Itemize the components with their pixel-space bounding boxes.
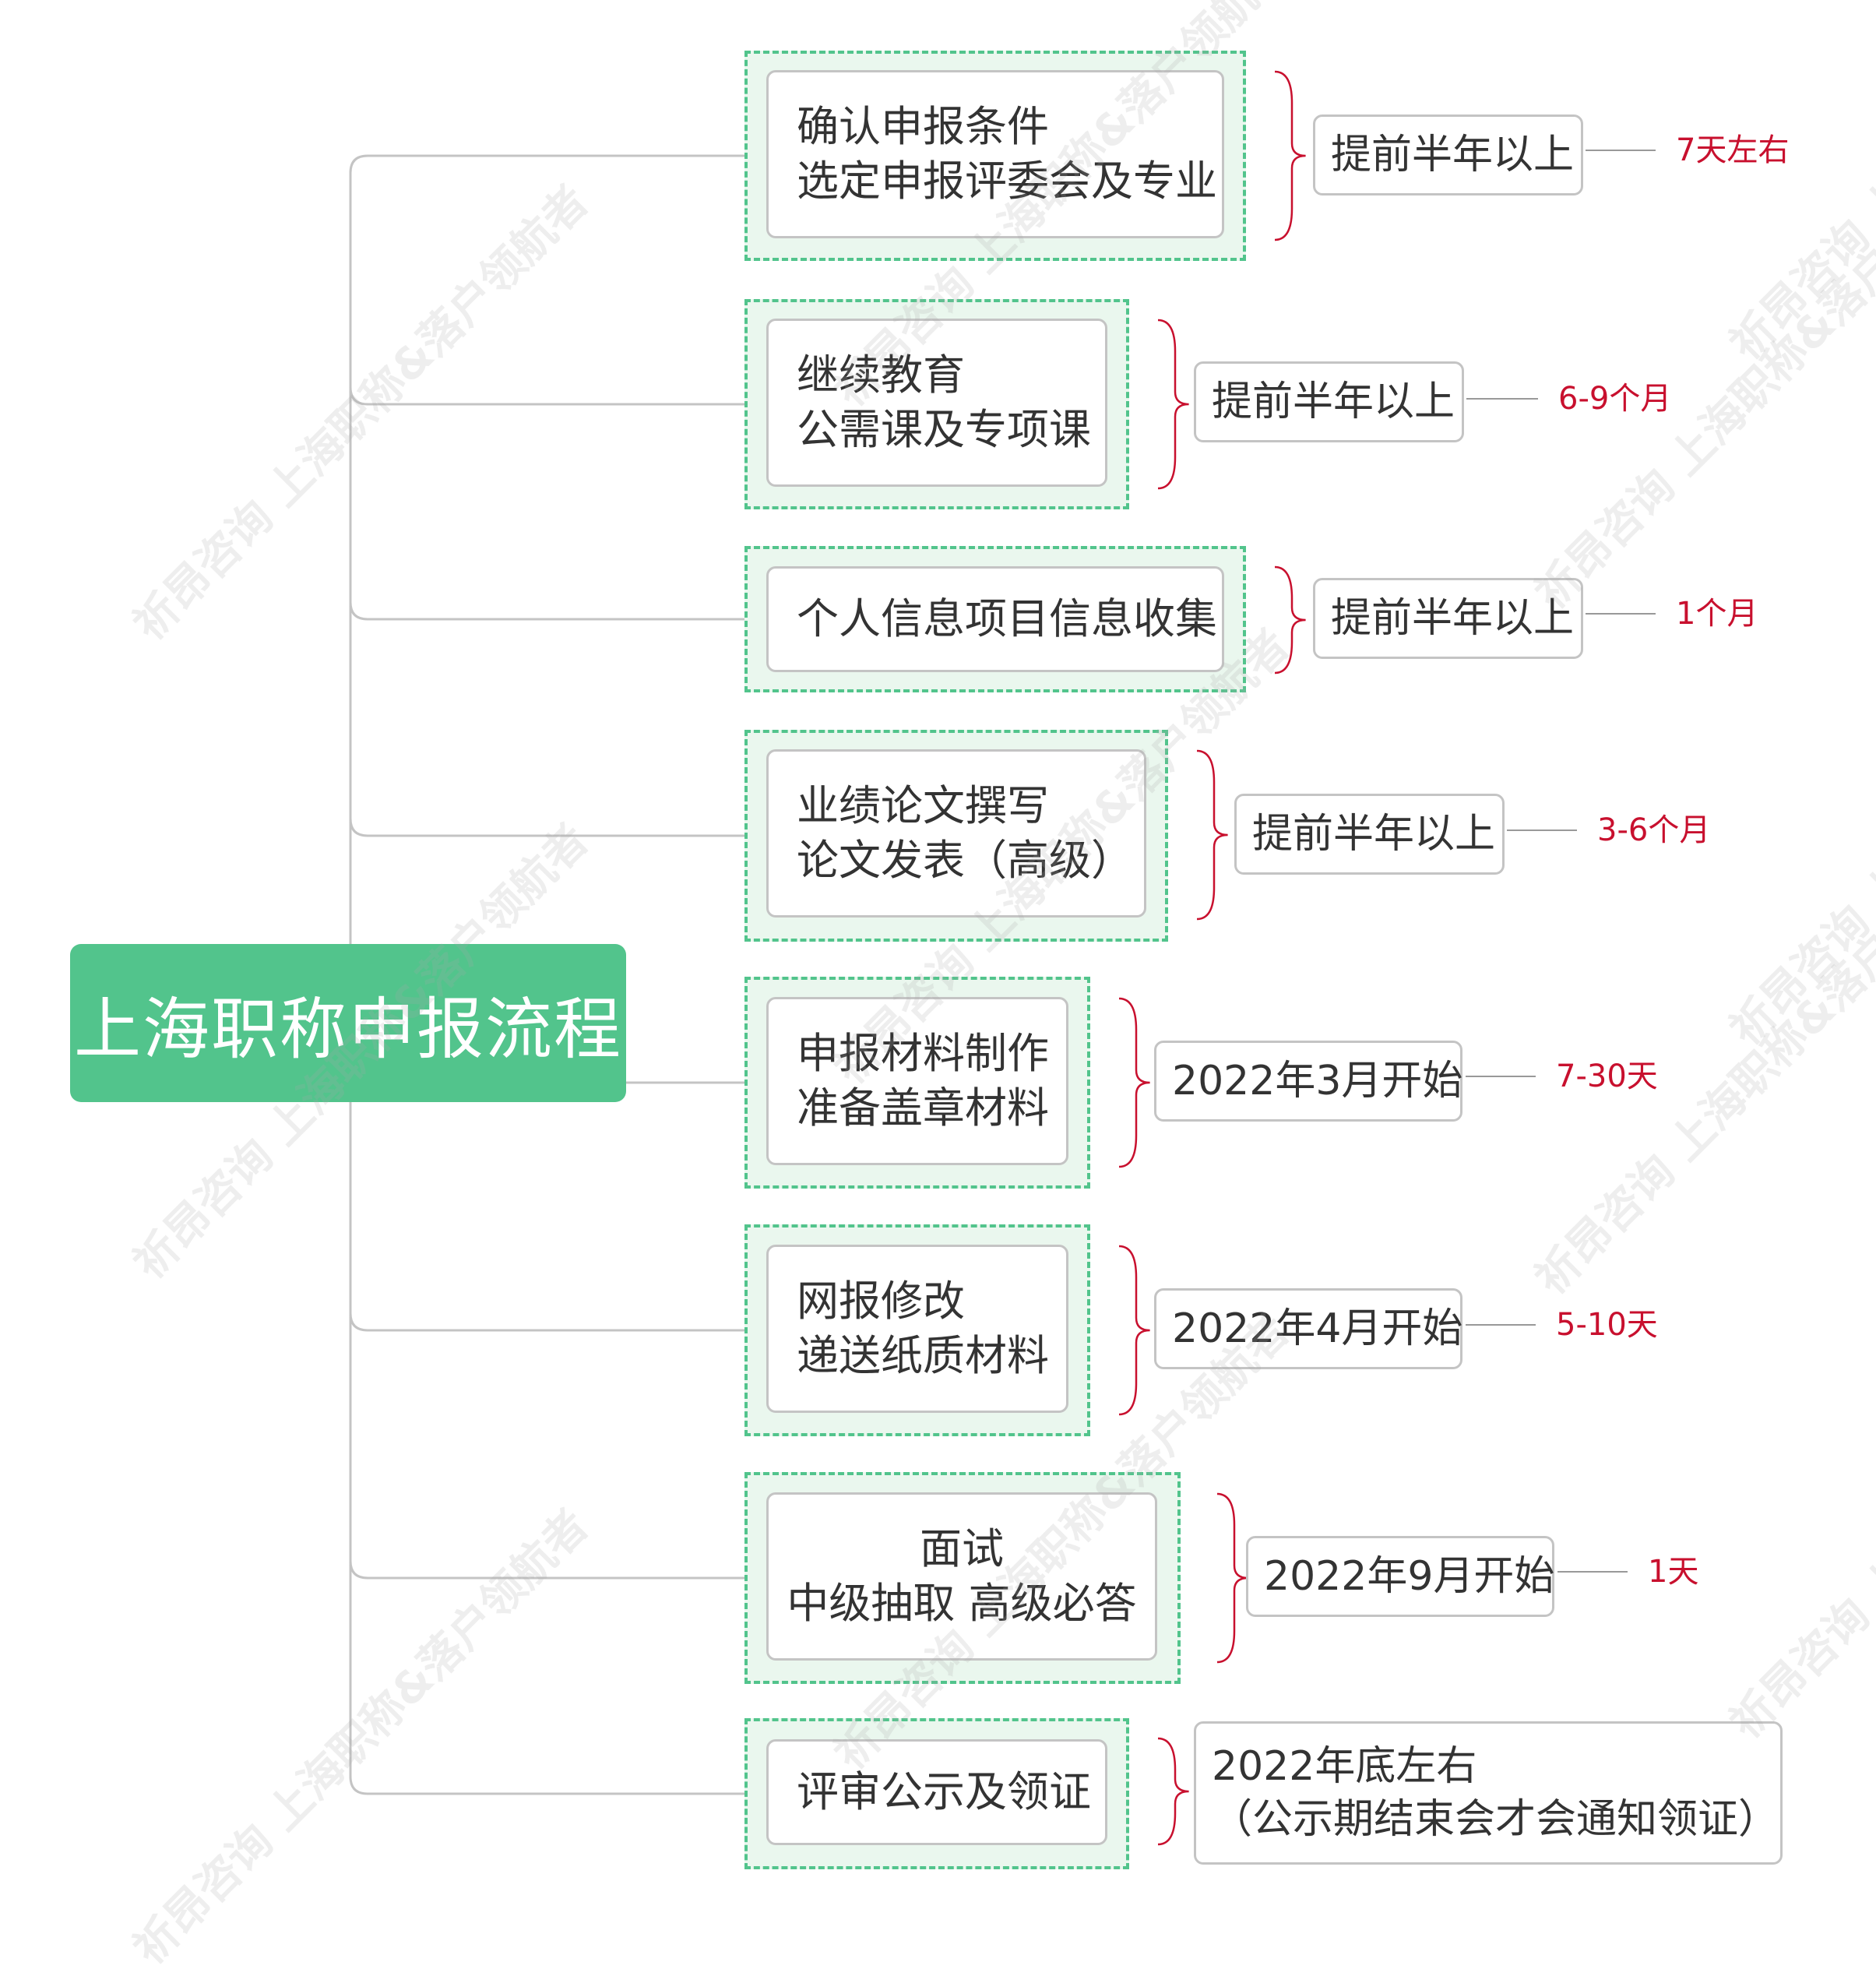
duration-label-1: 7天左右: [1676, 132, 1790, 168]
timing-node-6[interactable]: 2022年4月开始: [1154, 1288, 1462, 1369]
step-label-line: 业绩论文撰写: [797, 781, 1049, 830]
brace-1: [1274, 70, 1306, 241]
step-node-5[interactable]: 申报材料制作准备盖章材料: [766, 997, 1068, 1165]
branch-line-2: [349, 386, 744, 406]
brace-2: [1157, 319, 1189, 490]
trunk-line: [349, 154, 744, 1795]
step-label-line: 网报修改: [797, 1277, 965, 1326]
step-label-line: 评审公示及领证: [797, 1767, 1091, 1816]
duration-label-4: 3-6个月: [1597, 812, 1711, 848]
timing-label-line: 提前半年以上: [1212, 379, 1455, 425]
step-label-line: 确认申报条件: [797, 102, 1049, 151]
step-label-line: 申报材料制作: [797, 1029, 1049, 1078]
branch-line-6: [349, 1312, 744, 1332]
root-title: 上海职称申报流程: [74, 991, 622, 1069]
step-label-line: 选定申报评委会及专业: [797, 157, 1217, 206]
timing-node-7[interactable]: 2022年9月开始: [1246, 1536, 1554, 1617]
timing-label-line: 提前半年以上: [1252, 811, 1496, 858]
brace-5: [1118, 997, 1150, 1168]
timing-label-line: 提前半年以上: [1331, 595, 1575, 642]
brace-4: [1196, 749, 1228, 921]
root-node[interactable]: 上海职称申报流程: [70, 944, 626, 1102]
step-label-line: 面试: [920, 1524, 1004, 1573]
step-label-line: 公需课及专项课: [797, 405, 1091, 454]
step-label-line: 个人信息项目信息收集: [797, 594, 1217, 643]
step-node-2[interactable]: 继续教育公需课及专项课: [766, 319, 1107, 487]
step-label-line: 递送纸质材料: [797, 1331, 1049, 1380]
step-node-7[interactable]: 面试中级抽取 高级必答: [766, 1492, 1157, 1661]
step-label-line: 准备盖章材料: [797, 1083, 1049, 1132]
timing-label-line: 2022年9月开始: [1264, 1553, 1555, 1600]
timing-label-line: （公示期结束会才会通知领证）: [1212, 1796, 1779, 1843]
timing-node-5[interactable]: 2022年3月开始: [1154, 1041, 1462, 1122]
brace-7: [1216, 1492, 1248, 1664]
timing-label-line: 提前半年以上: [1331, 132, 1575, 178]
timing-node-2[interactable]: 提前半年以上: [1194, 361, 1464, 442]
step-node-4[interactable]: 业绩论文撰写论文发表（高级）: [766, 749, 1146, 918]
brace-6: [1118, 1245, 1150, 1416]
branch-line-7: [349, 1560, 744, 1580]
timing-node-4[interactable]: 提前半年以上: [1234, 794, 1505, 875]
timing-label-line: 2022年3月开始: [1172, 1058, 1463, 1104]
branch-line-3: [349, 601, 744, 621]
timing-label-line: 2022年底左右: [1212, 1743, 1477, 1790]
duration-label-6: 5-10天: [1556, 1307, 1658, 1343]
brace-3: [1274, 565, 1306, 675]
timing-node-1[interactable]: 提前半年以上: [1313, 114, 1583, 195]
step-node-8[interactable]: 评审公示及领证: [766, 1739, 1107, 1845]
duration-label-7: 1天: [1648, 1554, 1699, 1590]
duration-label-3: 1个月: [1676, 596, 1758, 632]
duration-label-5: 7-30天: [1556, 1058, 1658, 1094]
timing-node-3[interactable]: 提前半年以上: [1313, 578, 1583, 659]
step-node-3[interactable]: 个人信息项目信息收集: [766, 566, 1224, 672]
step-label-line: 论文发表（高级）: [797, 836, 1133, 885]
duration-label-2: 6-9个月: [1558, 381, 1672, 417]
branch-line-4: [349, 818, 744, 837]
step-node-6[interactable]: 网报修改递送纸质材料: [766, 1245, 1068, 1413]
step-node-1[interactable]: 确认申报条件选定申报评委会及专业: [766, 70, 1224, 238]
step-label-line: 中级抽取 高级必答: [787, 1579, 1137, 1628]
brace-8: [1157, 1737, 1189, 1846]
step-label-line: 继续教育: [797, 350, 965, 400]
timing-node-8[interactable]: 2022年底左右 （公示期结束会才会通知领证）: [1194, 1721, 1783, 1865]
timing-label-line: 2022年4月开始: [1172, 1305, 1463, 1352]
